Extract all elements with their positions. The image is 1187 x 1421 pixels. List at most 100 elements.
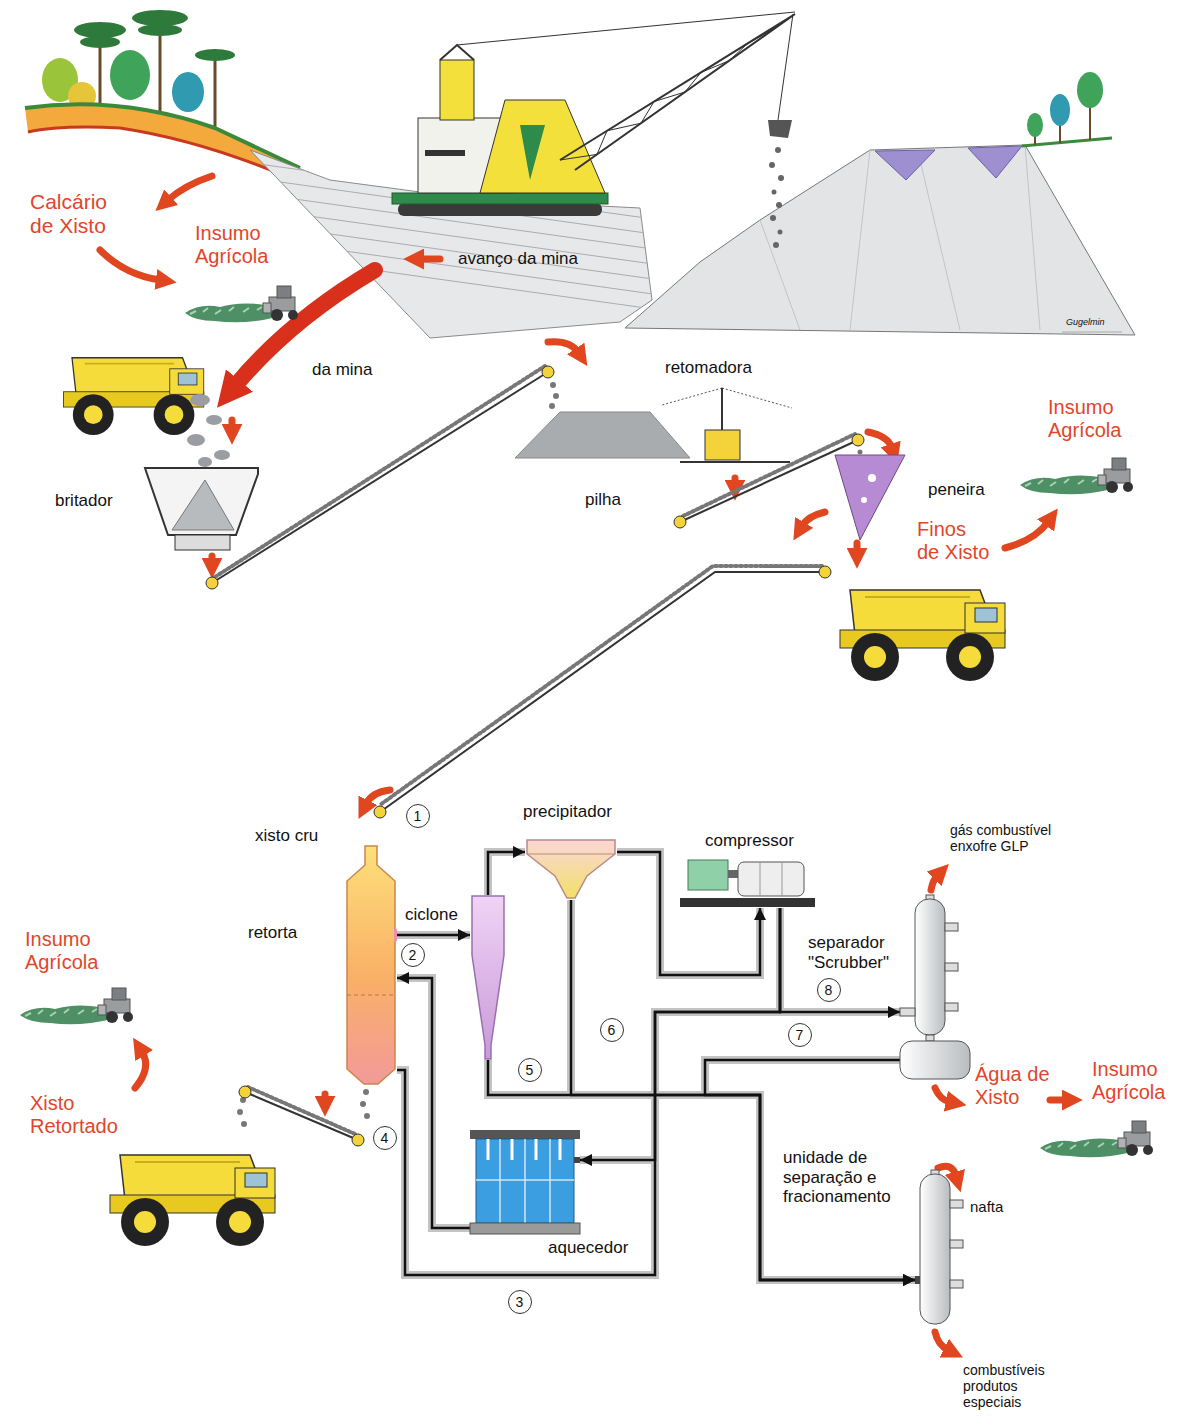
red-arrows-part bbox=[209, 556, 216, 562]
equipment-label: compressor bbox=[705, 831, 794, 851]
ground-strata bbox=[25, 104, 300, 178]
pipe-connector bbox=[705, 1060, 915, 1280]
red-arrows-part bbox=[135, 1052, 146, 1088]
callout-number: 4 bbox=[373, 1126, 397, 1150]
conveyors-part-part bbox=[237, 1109, 243, 1115]
spoil-pile-part bbox=[968, 146, 1022, 178]
red-arrows-part bbox=[1005, 522, 1048, 548]
conveyors-part bbox=[212, 372, 548, 583]
ground-strata-part bbox=[28, 127, 290, 178]
red-arrows-part bbox=[420, 256, 440, 263]
screen bbox=[835, 455, 905, 540]
callout-number: 1 bbox=[406, 804, 430, 828]
cyclone: ciclone bbox=[470, 895, 506, 1060]
crusher bbox=[145, 394, 258, 550]
equipment-label: unidade de separação e fracionamento bbox=[783, 1148, 908, 1207]
product-label: gás combustível enxofre GLP bbox=[950, 822, 1070, 854]
trees-left-part bbox=[132, 10, 188, 26]
dump-trucks-part bbox=[840, 590, 1005, 681]
process-label: da mina bbox=[312, 360, 372, 380]
crusher-part-part bbox=[187, 434, 205, 446]
reclaimer-part bbox=[705, 430, 740, 460]
dragline-part-part bbox=[776, 202, 782, 208]
conveyors-part-part bbox=[363, 1089, 369, 1095]
dragline-part bbox=[768, 120, 792, 138]
crusher-part-part bbox=[214, 450, 230, 460]
spoil-pile-part bbox=[1077, 72, 1103, 108]
dump-trucks-part bbox=[64, 358, 204, 435]
trees-left-part bbox=[138, 24, 182, 36]
crusher-part-part bbox=[190, 394, 210, 406]
precipitator: precipitador bbox=[525, 838, 617, 900]
conveyors-part-part bbox=[374, 806, 386, 818]
retort-shape bbox=[345, 845, 397, 1085]
red-arrows-part bbox=[802, 512, 825, 526]
dump-trucks bbox=[64, 358, 1006, 1246]
spoil-pile-part bbox=[625, 145, 1135, 335]
red-arrows-part bbox=[935, 1332, 948, 1350]
dragline-part bbox=[398, 203, 602, 216]
red-arrows-part bbox=[100, 250, 160, 280]
trees-left-part bbox=[74, 22, 126, 38]
product-label: Insumo Agrícola bbox=[1048, 396, 1138, 442]
equipment-label: precipitador bbox=[523, 802, 612, 822]
fractionation-column-shape bbox=[915, 1170, 960, 1330]
equipment-label: britador bbox=[55, 491, 113, 511]
crusher-part bbox=[187, 394, 230, 467]
dragline-part-part bbox=[773, 242, 779, 248]
product-label: Insumo Agrícola bbox=[1092, 1058, 1180, 1104]
mine-pit-part-part bbox=[230, 190, 660, 250]
red-arrows-part bbox=[868, 432, 892, 448]
tractors bbox=[20, 286, 1153, 1157]
product-label: Insumo Agrícola bbox=[25, 928, 117, 974]
spoil-pile-part bbox=[1050, 94, 1070, 126]
red-arrows-part bbox=[931, 876, 937, 890]
process-label: avanço da mina bbox=[458, 249, 578, 269]
conveyors-part-part bbox=[550, 382, 556, 388]
reclaimer-part bbox=[721, 388, 723, 432]
dump-trucks-part bbox=[110, 1155, 275, 1246]
red-arrows-part bbox=[1050, 1097, 1066, 1104]
equipment-label: peneira bbox=[928, 480, 985, 500]
dragline-part-part bbox=[772, 190, 777, 195]
dragline-part bbox=[480, 100, 605, 193]
crusher-part-part bbox=[206, 415, 222, 425]
stream-label: xisto cru bbox=[255, 826, 318, 846]
compressor: compressor bbox=[680, 858, 815, 908]
conveyors-part-part bbox=[239, 1086, 251, 1098]
conveyors-part bbox=[215, 366, 545, 577]
callout-number: 5 bbox=[518, 1058, 542, 1082]
spoil-pile-part bbox=[875, 150, 935, 180]
product-label: Finos de Xisto bbox=[917, 518, 993, 564]
conveyors-part bbox=[248, 1087, 355, 1134]
dragline-part bbox=[560, 14, 795, 160]
dragline-part bbox=[440, 60, 474, 120]
mine-pit-part-part bbox=[230, 235, 660, 295]
compressor-shape bbox=[680, 858, 815, 908]
heater-shape bbox=[470, 1130, 580, 1235]
signature-line-part bbox=[1062, 332, 1122, 333]
dragline-part bbox=[425, 150, 465, 156]
equipment-label: retomadora bbox=[665, 358, 752, 378]
trees-left-part bbox=[214, 55, 217, 128]
screen-part bbox=[835, 455, 905, 540]
scrubber-separator: separador "Scrubber" bbox=[900, 895, 970, 1085]
pipe-halo bbox=[488, 852, 525, 895]
conveyors-part-part bbox=[352, 1134, 364, 1146]
red-arrows-part bbox=[229, 420, 236, 428]
ground-strata-part bbox=[25, 104, 300, 178]
pipe-halo bbox=[580, 908, 780, 1160]
heater: aquecedor bbox=[470, 1130, 580, 1235]
product-label: Insumo Agrícola bbox=[195, 222, 287, 268]
reclaimer-part bbox=[662, 388, 792, 408]
crusher-part bbox=[172, 480, 234, 530]
pipe-halo bbox=[397, 931, 470, 939]
conveyors-part bbox=[380, 572, 825, 812]
conveyors-part bbox=[206, 366, 864, 1146]
trees-left-part bbox=[110, 50, 150, 100]
scrubber-separator-shape bbox=[900, 895, 970, 1085]
equipment-label: pilha bbox=[585, 490, 621, 510]
red-arrows-part bbox=[235, 270, 375, 386]
tractors-part bbox=[185, 286, 298, 322]
